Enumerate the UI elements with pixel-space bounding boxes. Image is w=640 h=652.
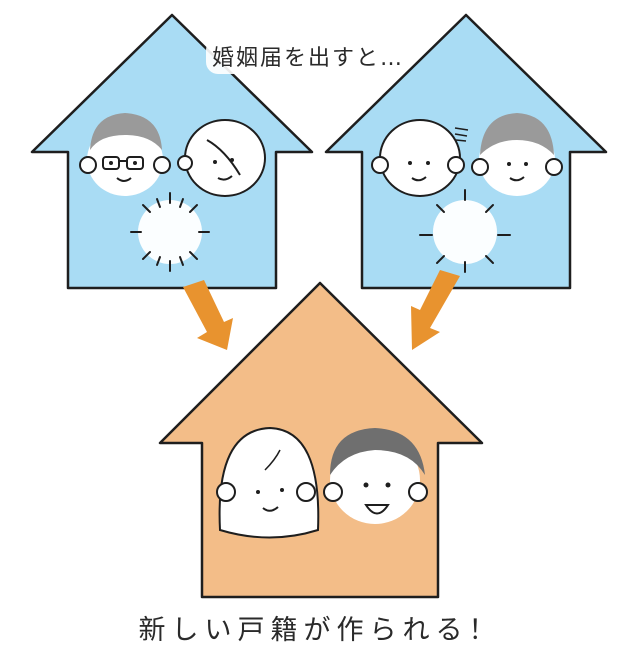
bald-father-face-icon	[371, 119, 469, 197]
arrow-down-left-icon	[411, 270, 460, 350]
sparkle-icon	[419, 189, 511, 273]
father-face-icon	[79, 113, 171, 196]
top-caption: 婚姻届を出すと…	[206, 38, 411, 74]
right-house	[324, 13, 608, 290]
new-house	[158, 281, 484, 599]
sparkle-icon	[130, 192, 210, 272]
mother-face-icon	[177, 119, 266, 197]
bottom-caption: 新しい戸籍が作られる！	[138, 615, 502, 646]
bride-face-icon	[216, 426, 320, 539]
arrow-down-right-icon	[183, 280, 233, 350]
groom-mother-face-icon	[471, 113, 563, 196]
groom-face-icon	[323, 428, 428, 524]
left-house	[30, 13, 314, 290]
